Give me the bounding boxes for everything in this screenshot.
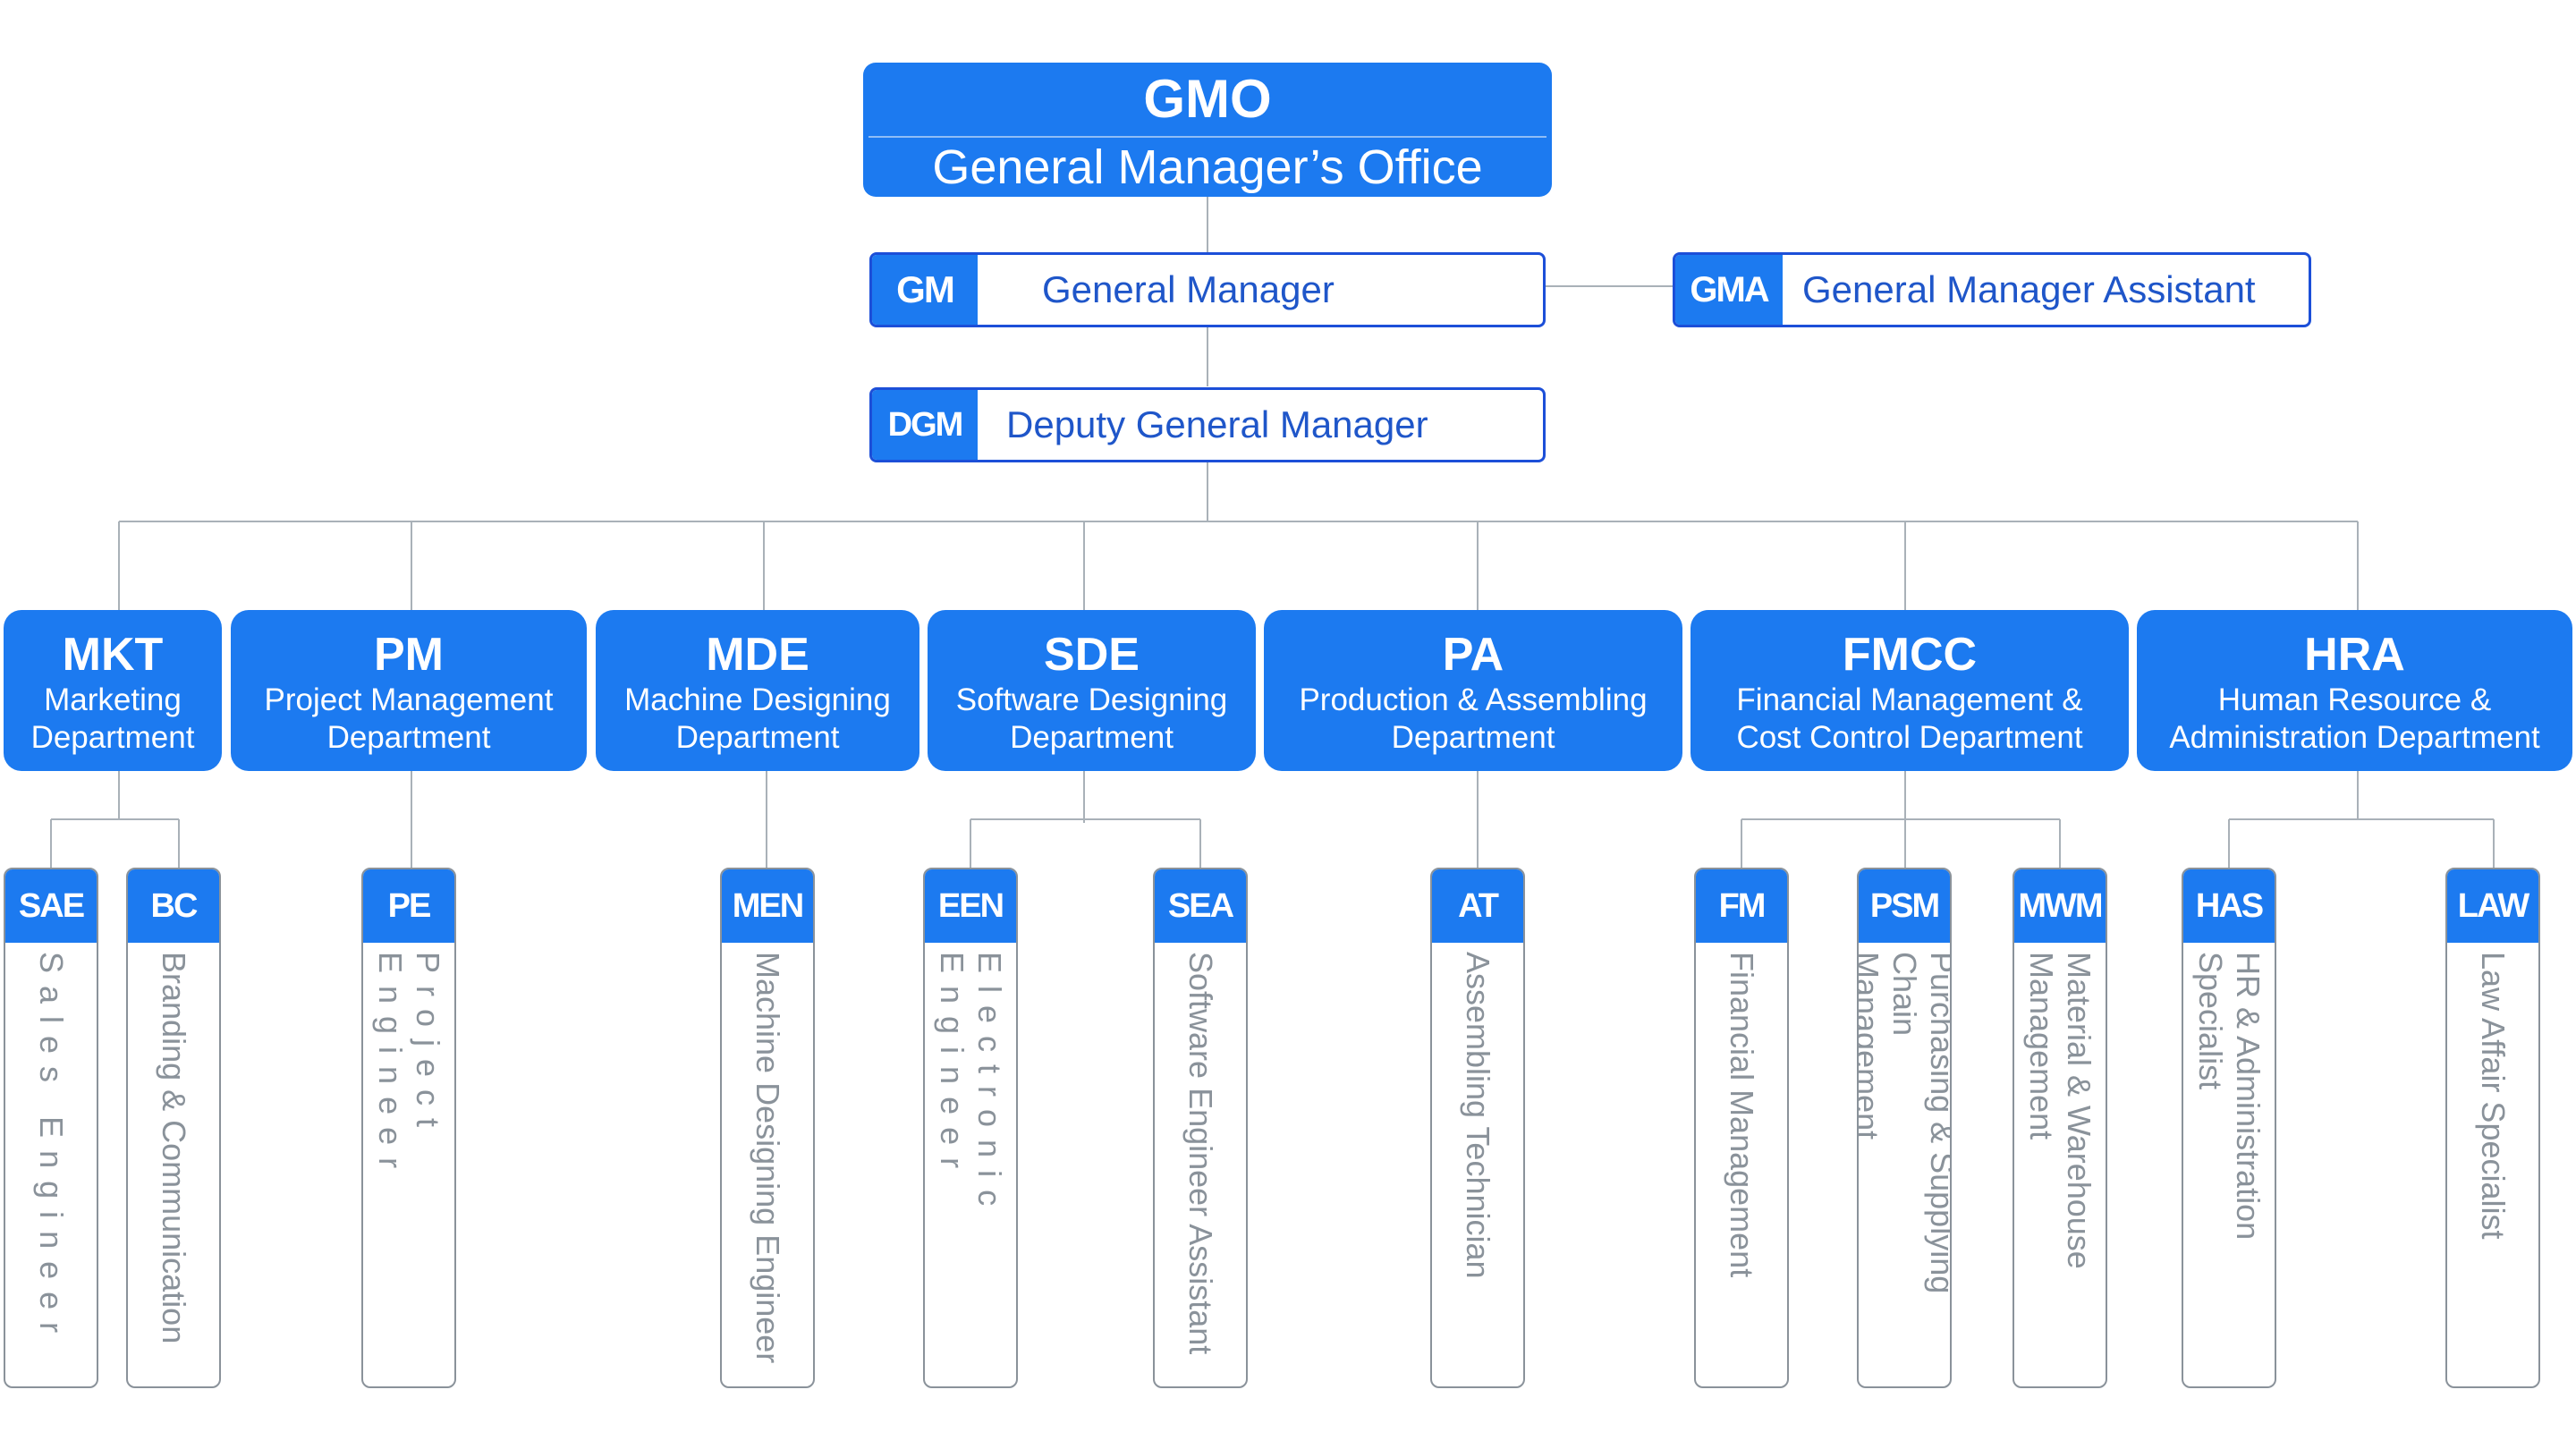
dept-abbr: PM xyxy=(374,629,444,681)
dept-full-name: Software Designing Department xyxy=(955,682,1228,755)
position-abbr: BC xyxy=(128,869,219,943)
dept-full-name: Machine Designing Department xyxy=(624,682,891,755)
position-title: Machine Designing Engineer xyxy=(750,952,786,1364)
dept-pa: PA Production & Assembling Department xyxy=(1264,610,1682,771)
position-title: Assembling Technician xyxy=(1460,952,1496,1279)
position-een: EEN Electronic Engineer xyxy=(923,868,1018,1388)
dept-abbr: MKT xyxy=(62,629,164,681)
position-fm: FM Financial Management xyxy=(1694,868,1789,1388)
position-bc: BC Branding & Communication xyxy=(126,868,221,1388)
dept-mkt: MKT Marketing Department xyxy=(4,610,222,771)
position-abbr: SAE xyxy=(5,869,97,943)
dept-abbr: HRA xyxy=(2304,629,2405,681)
position-abbr: LAW xyxy=(2447,869,2538,943)
gmo-divider xyxy=(869,136,1546,138)
gm-full-name: General Manager xyxy=(1042,268,1335,310)
dept-abbr: PA xyxy=(1442,629,1504,681)
position-title: HR & Administration Specialist xyxy=(2192,952,2267,1241)
dept-mde: MDE Machine Designing Department xyxy=(596,610,919,771)
position-has: HAS HR & Administration Specialist xyxy=(2182,868,2276,1388)
position-title: Branding & Communication xyxy=(156,952,192,1344)
position-abbr: EEN xyxy=(925,869,1016,943)
gmo-abbr: GMO xyxy=(1143,69,1272,129)
position-title: Law Affair Specialist xyxy=(2475,952,2512,1240)
position-title: Project Engineer xyxy=(372,952,446,1182)
dgm-full-name: Deputy General Manager xyxy=(1006,403,1428,445)
dept-full-name: Marketing Department xyxy=(30,682,195,755)
position-abbr: PSM xyxy=(1859,869,1950,943)
position-title: Sales Engineer xyxy=(33,952,70,1346)
position-title: Electronic Engineer xyxy=(934,952,1008,1219)
dgm-abbr: DGM xyxy=(872,390,978,460)
position-abbr: MEN xyxy=(722,869,813,943)
dept-full-name: Human Resource & Administration Departme… xyxy=(2169,682,2540,755)
position-abbr: AT xyxy=(1432,869,1523,943)
position-abbr: PE xyxy=(363,869,454,943)
position-title: Material & Warehouse Management xyxy=(2023,952,2097,1269)
gma-full-name: General Manager Assistant xyxy=(1802,268,2256,310)
dept-full-name: Financial Management & Cost Control Depa… xyxy=(1736,682,2083,755)
position-mwm: MWM Material & Warehouse Management xyxy=(2012,868,2107,1388)
gm-abbr: GM xyxy=(872,255,978,325)
gmo-full-name: General Manager’s Office xyxy=(932,140,1483,194)
dept-full-name: Project Management Department xyxy=(264,682,554,755)
position-title: Purchasing & Supplying Chain Management xyxy=(1857,952,1952,1294)
dept-pm: PM Project Management Department xyxy=(231,610,587,771)
gma-box: GMA General Manager Assistant xyxy=(1673,252,2311,327)
gm-box: GM General Manager xyxy=(869,252,1546,327)
position-title: Financial Management xyxy=(1724,952,1760,1278)
dept-full-name: Production & Assembling Department xyxy=(1299,682,1648,755)
dept-abbr: SDE xyxy=(1044,629,1140,681)
position-sea: SEA Software Engineer Assistant xyxy=(1153,868,1248,1388)
dept-sde: SDE Software Designing Department xyxy=(928,610,1256,771)
position-psm: PSM Purchasing & Supplying Chain Managem… xyxy=(1857,868,1952,1388)
position-title: Software Engineer Assistant xyxy=(1182,952,1219,1355)
dgm-box: DGM Deputy General Manager xyxy=(869,387,1546,462)
dept-abbr: MDE xyxy=(706,629,809,681)
position-law: LAW Law Affair Specialist xyxy=(2445,868,2540,1388)
position-abbr: HAS xyxy=(2183,869,2275,943)
dept-fmcc: FMCC Financial Management & Cost Control… xyxy=(1690,610,2129,771)
position-abbr: FM xyxy=(1696,869,1787,943)
position-at: AT Assembling Technician xyxy=(1430,868,1525,1388)
gmo-box: GMO General Manager’s Office xyxy=(863,63,1552,197)
position-abbr: SEA xyxy=(1155,869,1246,943)
position-sae: SAE Sales Engineer xyxy=(4,868,98,1388)
position-abbr: MWM xyxy=(2014,869,2106,943)
gma-abbr: GMA xyxy=(1675,255,1783,325)
position-men: MEN Machine Designing Engineer xyxy=(720,868,815,1388)
position-pe: PE Project Engineer xyxy=(361,868,456,1388)
dept-abbr: FMCC xyxy=(1842,629,1978,681)
dept-hra: HRA Human Resource & Administration Depa… xyxy=(2137,610,2572,771)
